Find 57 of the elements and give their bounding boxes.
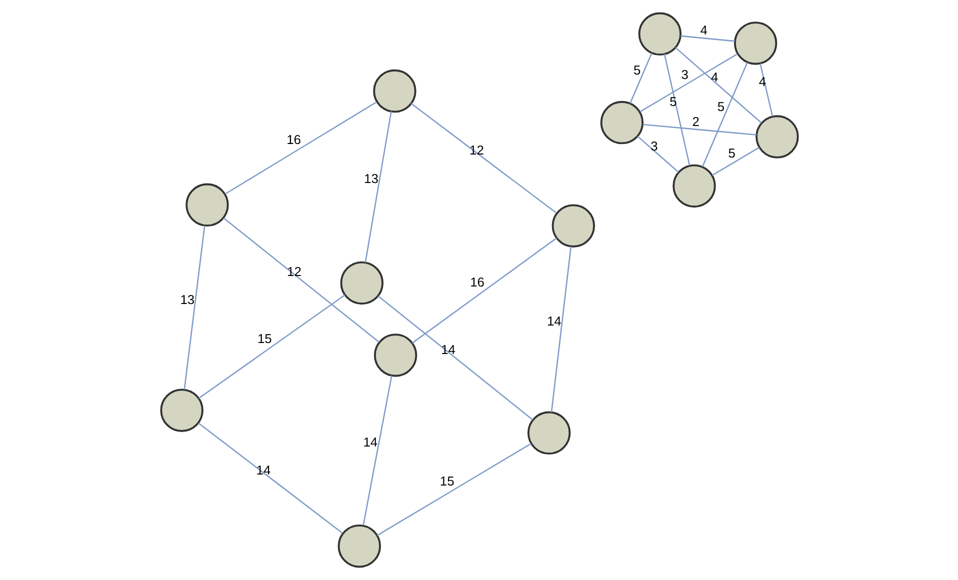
node-circle [600,100,644,144]
edge-label: 5 [632,62,640,78]
connector [222,218,379,343]
connector [362,376,392,526]
connector [663,54,690,166]
node-circle [160,388,203,432]
node-circle [526,411,570,455]
node-circle [337,524,380,568]
connector [183,226,205,390]
connector [759,63,773,117]
connector [639,53,738,112]
node-circle [551,204,595,248]
connector [377,296,533,420]
connector [198,294,345,399]
connector [701,62,748,167]
edge-label: 5 [716,98,724,114]
edge-label: 2 [692,114,699,129]
connector [550,246,572,412]
node-circle [672,164,716,208]
connector [680,35,734,42]
edge-label: 16 [286,132,300,148]
node-circle [755,115,798,158]
edge-label: 15 [439,474,454,489]
connector [411,238,556,344]
connector [636,136,679,173]
connector [711,146,759,176]
node-circle [340,261,383,305]
edge-label: 4 [758,74,766,90]
connector [376,443,531,536]
connector [224,102,376,195]
connector [629,52,652,104]
connector [674,47,762,124]
edge-label: 13 [180,292,194,307]
edge-label: 14 [440,342,455,358]
edge-label: 12 [469,142,484,158]
edge-label: 5 [669,94,676,109]
edge-label: 15 [257,330,272,346]
edge-label: 12 [286,264,301,280]
node-circle [185,183,228,227]
node-circle [373,334,417,377]
node-circle [638,12,682,56]
node-circle [372,69,416,113]
edge-label: 14 [256,462,270,478]
edge-label: 14 [546,314,561,329]
edge-label: 16 [470,274,484,290]
edge-label: 5 [728,146,735,161]
edge-label: 4 [710,69,718,84]
connector [642,124,756,136]
edge-label: 13 [364,171,378,186]
connector [364,111,392,263]
node-circle [733,22,777,65]
edge-label: 3 [650,138,658,154]
connector [410,102,556,214]
connector [198,422,342,534]
edge-label: 3 [680,67,688,82]
edge-label: 4 [700,22,707,38]
edge-label: 14 [362,434,378,450]
